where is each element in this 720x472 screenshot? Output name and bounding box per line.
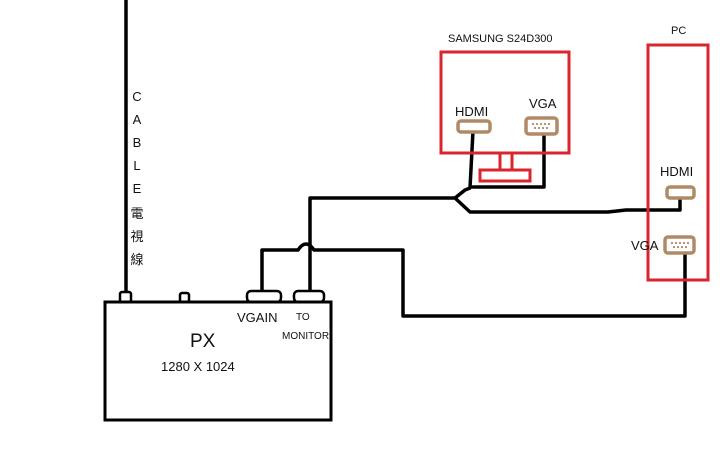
monitor-device: SAMSUNG S24D300 HDMI VGA bbox=[439, 33, 571, 183]
cable-label-char: 電 bbox=[130, 206, 143, 221]
pc-case bbox=[646, 43, 710, 282]
px-vgain-port bbox=[245, 289, 283, 304]
pc-hdmi-port bbox=[665, 185, 696, 200]
px-title: PX bbox=[190, 331, 216, 352]
cable-label-char: C bbox=[132, 89, 141, 104]
cable-label-char: 線 bbox=[130, 252, 143, 267]
monitor-hdmi-port bbox=[456, 119, 492, 134]
wire-vgain-to-pc-hdmi bbox=[260, 242, 687, 318]
pc-vga-label: VGA bbox=[631, 238, 659, 253]
wire-to-monitor bbox=[308, 129, 475, 294]
cable-label-char: A bbox=[133, 112, 142, 127]
monitor-title: SAMSUNG S24D300 bbox=[448, 33, 553, 45]
monitor-vga-port bbox=[524, 116, 559, 136]
px-vgain-label: VGAIN bbox=[237, 310, 277, 325]
pc-vga-port bbox=[663, 235, 696, 255]
px-box bbox=[103, 300, 333, 422]
cable-label-char: B bbox=[133, 135, 142, 150]
wire-monitor-vga bbox=[471, 131, 546, 189]
px-monitor-label: MONITOR bbox=[282, 331, 329, 342]
cable-label-char: L bbox=[133, 158, 140, 173]
px-to-label: TO bbox=[296, 312, 310, 323]
px-to-monitor-port bbox=[292, 289, 326, 304]
cable-label-char: E bbox=[133, 181, 142, 196]
monitor-screen bbox=[439, 50, 571, 155]
monitor-hdmi-label: HDMI bbox=[455, 104, 488, 119]
monitor-vga-label: VGA bbox=[529, 96, 557, 111]
monitor-stand-base bbox=[478, 168, 532, 183]
wire-pc-hdmi-link bbox=[453, 196, 682, 214]
cable-label-char: 視 bbox=[130, 229, 143, 244]
monitor-stand bbox=[498, 153, 514, 172]
monitor-vga-pins bbox=[531, 122, 551, 130]
pc-title: PC bbox=[671, 25, 686, 37]
pc-hdmi-label: HDMI bbox=[660, 164, 693, 179]
px-device: VGAIN TO MONITOR PX 1280 X 1024 bbox=[103, 289, 333, 422]
pc-device: PC HDMI VGA bbox=[631, 25, 710, 282]
px-resolution: 1280 X 1024 bbox=[161, 359, 235, 374]
pc-vga-pins bbox=[670, 241, 690, 249]
cable-label: C A B L E 電 視 線 bbox=[130, 89, 143, 267]
wires bbox=[124, 0, 687, 318]
